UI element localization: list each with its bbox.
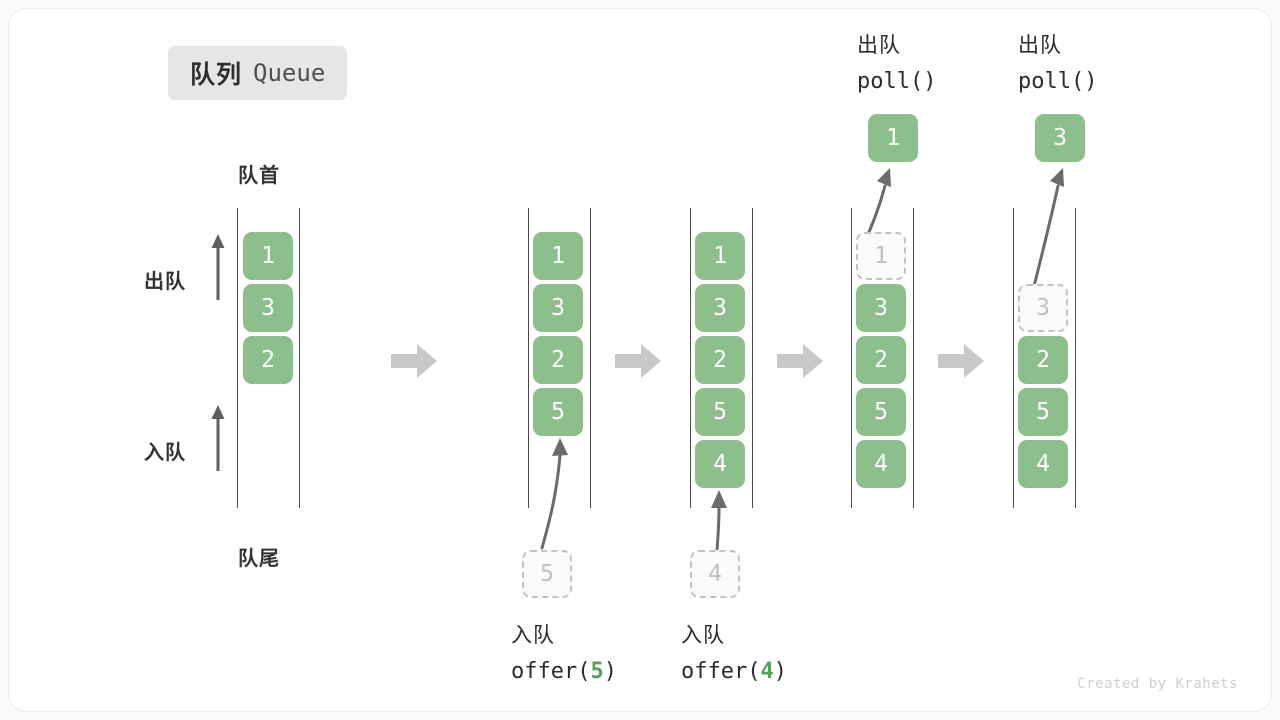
queue-cell: 5 [856,388,906,436]
queue-cell: 2 [856,336,906,384]
queue-cell: 3 [533,284,583,332]
queue-cell: 5 [695,388,745,436]
queue-cell: 3 [856,284,906,332]
enqueue-direction-arrow [211,405,225,471]
step-arrow-icon [391,344,437,378]
rail-left [690,208,691,508]
title-badge: 队列 Queue [168,46,348,100]
operation-name: 入队 [681,624,725,647]
operation-code: offer(4) [681,659,787,684]
rail-left [528,208,529,508]
step-arrow-icon [938,344,984,378]
queue-tail-label: 队尾 [238,548,280,570]
queue-cell: 3 [695,284,745,332]
popped-cell: 3 [1035,114,1085,162]
title-chinese: 队列 [190,61,243,89]
rail-left [237,208,238,508]
side-label-enqueue: 入队 [144,442,186,464]
rail-left [1013,208,1014,508]
queue-cell: 1 [243,232,293,280]
rail-right [752,208,753,508]
step-arrow-icon [615,344,661,378]
queue-cell: 2 [1018,336,1068,384]
dequeue-direction-arrow [211,234,225,300]
queue-cell: 4 [1018,440,1068,488]
queue-cell: 2 [533,336,583,384]
queue-cell: 1 [695,232,745,280]
step-arrow-icon [777,344,823,378]
operation-arg: 4 [760,659,774,684]
operation-label-poll-1: 出队 poll() [857,28,936,100]
enqueue-ghost-cell: 4 [690,550,740,598]
popped-cell: 1 [868,114,918,162]
title-english: Queue [253,59,326,87]
queue-cell: 2 [695,336,745,384]
queue-cell: 2 [243,336,293,384]
queue-cell-new: 4 [695,440,745,488]
queue-cell: 3 [243,284,293,332]
operation-name: 出队 [857,34,901,57]
rail-right [590,208,591,508]
operation-label-offer-5: 入队 offer(5) [511,618,617,690]
rail-right [913,208,914,508]
queue-cell-removed: 1 [856,232,906,280]
rail-right [1075,208,1076,508]
queue-cell: 1 [533,232,583,280]
queue-cell: 5 [1018,388,1068,436]
queue-cell-removed: 3 [1018,284,1068,332]
operation-label-offer-4: 入队 offer(4) [681,618,787,690]
operation-code: poll() [1018,69,1098,94]
queue-head-label: 队首 [238,165,280,187]
operation-label-poll-3: 出队 poll() [1018,28,1097,100]
side-label-dequeue: 出队 [144,271,186,293]
operation-name: 入队 [511,624,555,647]
operation-arg: 5 [590,659,604,684]
rail-left [851,208,852,508]
operation-code: offer(5) [511,659,617,684]
queue-cell-new: 5 [533,388,583,436]
operation-code: poll() [857,69,937,94]
credit-text: Created by Krahets [1077,676,1238,692]
rail-right [299,208,300,508]
enqueue-motion-arrow [711,490,727,552]
queue-cell: 4 [856,440,906,488]
operation-name: 出队 [1018,34,1062,57]
enqueue-ghost-cell: 5 [522,550,572,598]
enqueue-motion-arrow [540,438,568,550]
